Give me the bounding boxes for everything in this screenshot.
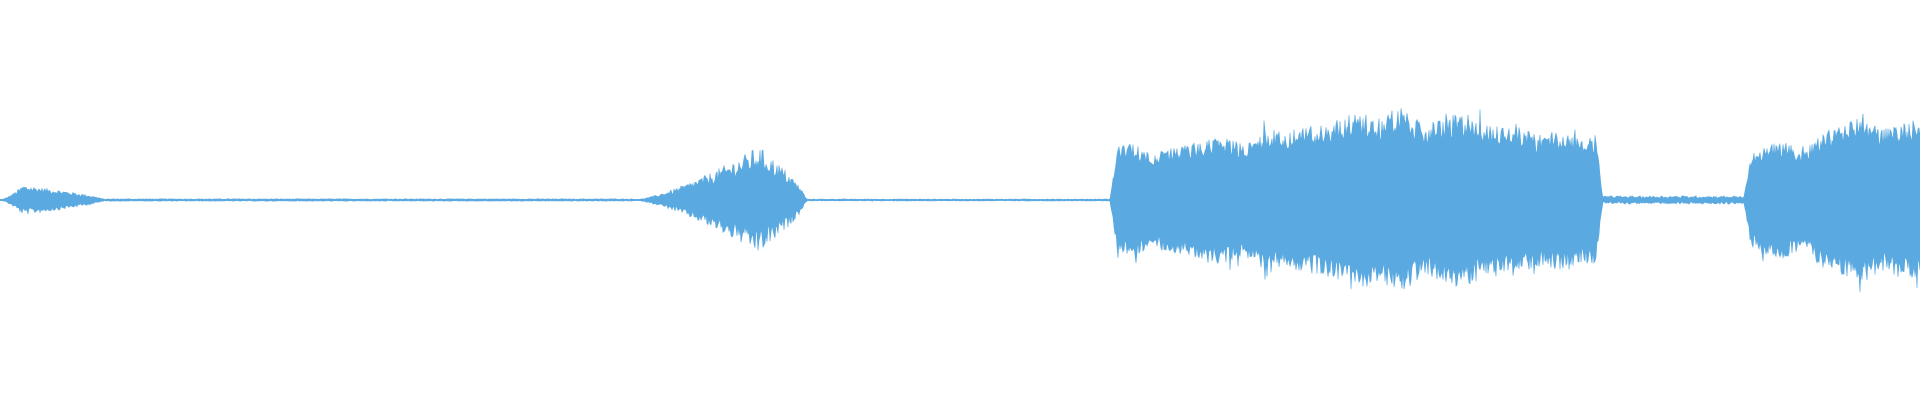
waveform-path-group [0, 108, 1920, 293]
